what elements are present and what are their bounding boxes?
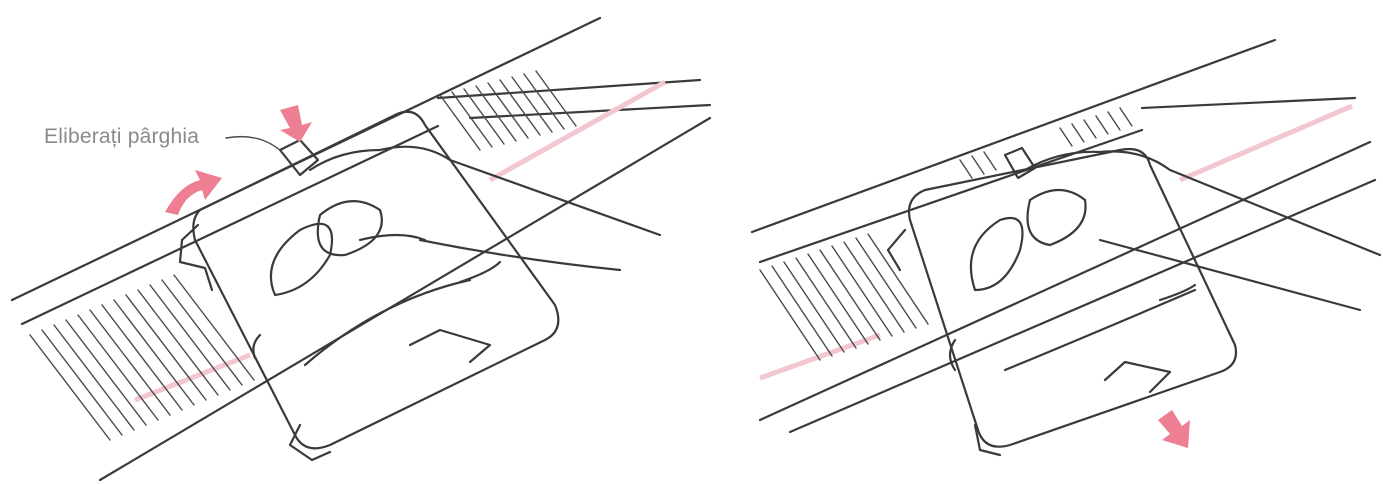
- needle-lines-right-of-left: [440, 71, 576, 150]
- pale-stripe-left-b: [490, 82, 665, 180]
- right-panel: [752, 40, 1380, 455]
- release-lever-label: Eliberați pârghia: [44, 125, 199, 149]
- left-panel: [12, 18, 710, 480]
- left-carriage: [180, 112, 558, 460]
- right-needle-bed: [752, 40, 1375, 432]
- curved-arrow-icon: [165, 170, 222, 215]
- right-carriage: [888, 149, 1236, 455]
- down-right-arrow-icon: [1158, 410, 1190, 448]
- label-leader-line: [226, 137, 282, 152]
- down-arrow-icon: [280, 105, 312, 142]
- pale-stripe-right-a: [760, 335, 880, 378]
- pale-stripe-right-b: [1180, 106, 1352, 180]
- needle-lines-left: [30, 275, 254, 440]
